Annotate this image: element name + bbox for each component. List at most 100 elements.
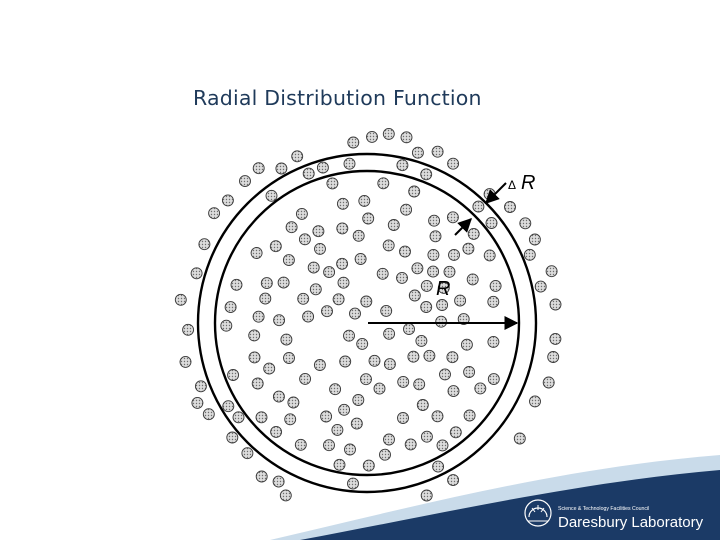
- particle: [373, 382, 386, 395]
- particle: [312, 225, 325, 238]
- lab-logo-icon: [524, 499, 552, 527]
- branding-banner: Science & Technology Facilities Council …: [270, 455, 720, 540]
- particle: [379, 448, 391, 461]
- particle: [248, 351, 261, 364]
- lab-name: Daresbury Laboratory: [558, 514, 704, 531]
- particle: [397, 412, 409, 424]
- shell-arrow-inner: [454, 218, 472, 236]
- particle: [239, 175, 251, 188]
- particle: [549, 332, 562, 345]
- particle: [174, 293, 187, 306]
- particle: [297, 292, 310, 305]
- particle: [545, 265, 558, 278]
- slide-title: Radial Distribution Function: [193, 86, 482, 110]
- particle: [489, 279, 502, 292]
- particle: [220, 319, 233, 332]
- particle: [415, 334, 428, 347]
- particle: [383, 358, 396, 371]
- particle: [316, 161, 329, 174]
- particle: [446, 211, 459, 224]
- particle: [350, 417, 363, 430]
- particle: [431, 145, 444, 158]
- particle: [354, 253, 367, 265]
- particle: [466, 273, 479, 286]
- particle: [227, 369, 240, 381]
- particle: [448, 248, 460, 261]
- particle: [427, 248, 440, 261]
- particle: [542, 376, 555, 389]
- particle: [352, 229, 365, 242]
- particle: [529, 395, 541, 408]
- particle: [356, 337, 369, 350]
- particle: [413, 378, 426, 391]
- particle: [352, 394, 365, 406]
- particle: [408, 185, 421, 198]
- particle: [337, 276, 350, 289]
- particle: [467, 227, 480, 240]
- inner-shell-circle: [213, 169, 521, 477]
- particle: [298, 233, 311, 246]
- particle: [194, 380, 207, 393]
- particle: [283, 352, 295, 364]
- particle: [429, 230, 442, 243]
- particle: [362, 459, 375, 472]
- particle: [487, 335, 500, 348]
- particle: [299, 372, 312, 385]
- particle: [457, 313, 470, 326]
- particle: [260, 277, 273, 290]
- shell-label-delta: Δ: [508, 178, 516, 192]
- particle: [435, 315, 448, 328]
- particle: [265, 189, 278, 202]
- particle: [404, 438, 417, 451]
- council-text: Science & Technology Facilities Council: [558, 506, 649, 512]
- particle: [420, 430, 433, 443]
- particle-field: [174, 127, 562, 502]
- particle: [400, 131, 413, 144]
- particle: [275, 162, 288, 175]
- particle: [474, 382, 487, 395]
- particle: [331, 423, 344, 436]
- particle: [295, 207, 308, 220]
- particle: [487, 295, 500, 308]
- particle: [408, 289, 421, 302]
- particle: [339, 355, 352, 368]
- particle: [396, 159, 409, 172]
- particle: [396, 271, 408, 284]
- particle: [411, 146, 424, 159]
- particle: [320, 410, 333, 423]
- particle: [360, 295, 373, 308]
- particle: [485, 217, 498, 229]
- particle: [436, 299, 449, 311]
- particle: [368, 354, 381, 367]
- particle: [447, 157, 460, 170]
- particle: [358, 194, 371, 207]
- particle: [338, 403, 351, 416]
- particle: [230, 278, 243, 291]
- particle: [270, 425, 283, 438]
- particle: [202, 408, 215, 421]
- particle: [463, 366, 476, 378]
- particle: [376, 267, 389, 280]
- particle: [347, 136, 360, 149]
- particle: [302, 310, 315, 323]
- particle: [277, 276, 290, 289]
- particle: [439, 368, 451, 381]
- particle: [251, 377, 264, 390]
- particle: [431, 410, 444, 423]
- particle: [387, 219, 400, 231]
- particle: [255, 411, 268, 424]
- particle: [423, 349, 436, 362]
- particle: [549, 298, 562, 311]
- particle: [323, 266, 336, 279]
- particle: [252, 310, 265, 323]
- particle: [399, 245, 411, 258]
- particle: [428, 214, 441, 227]
- particle: [332, 293, 345, 306]
- particle: [309, 283, 322, 296]
- particle: [343, 329, 355, 342]
- particle: [252, 162, 265, 175]
- particle: [523, 248, 536, 261]
- particle: [287, 396, 300, 409]
- particle: [380, 304, 393, 317]
